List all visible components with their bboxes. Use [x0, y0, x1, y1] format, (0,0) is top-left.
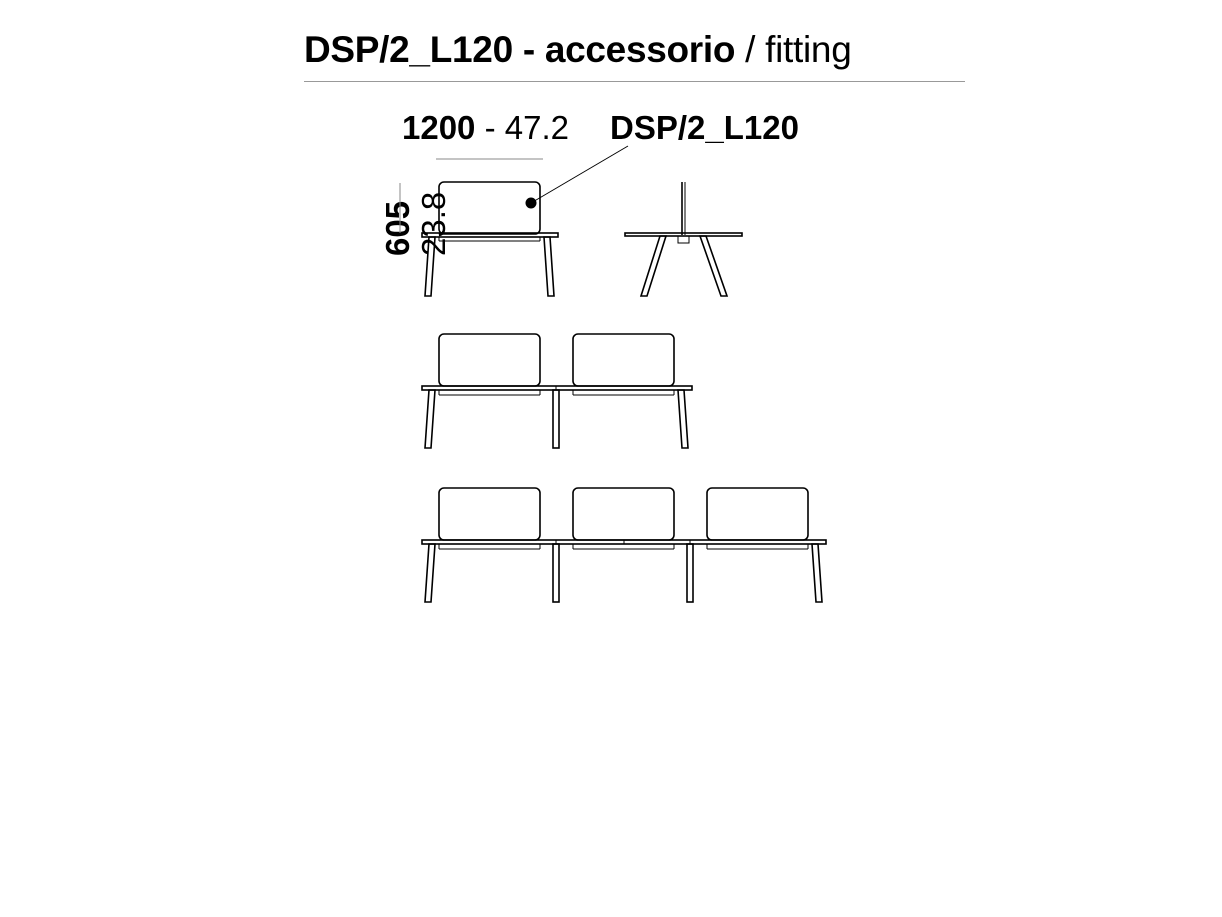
leg-left: [424, 543, 436, 603]
width-dimension: 1200 - 47.2: [402, 108, 569, 148]
panel-bracket: [677, 235, 690, 244]
title-separator: -: [512, 29, 545, 70]
bench-side-view: [624, 182, 743, 297]
divider-panel: [572, 333, 675, 387]
leg-middle: [552, 543, 560, 603]
bench-top: [421, 232, 559, 238]
title-name-it: accessorio: [544, 29, 736, 70]
divider-panel: [572, 487, 675, 541]
product-code: DSP/2_L120: [304, 29, 513, 70]
width-inches: 47.2: [504, 109, 569, 146]
leg-side-left: [639, 235, 668, 297]
divider-panel: [706, 487, 809, 541]
width-mm: 1200: [402, 109, 476, 146]
divider-panel: [438, 487, 541, 541]
header: DSP/2_L120 - accessorio / fitting: [304, 26, 965, 82]
leg-middle: [552, 389, 560, 449]
leg-left: [424, 236, 436, 297]
divider-panel: [438, 181, 541, 235]
page-title: DSP/2_L120 - accessorio / fitting: [304, 28, 852, 72]
title-name-en: fitting: [765, 29, 852, 70]
leg-middle: [686, 543, 694, 603]
divider-panel: [438, 333, 541, 387]
leg-right: [811, 543, 823, 603]
width-separator: -: [475, 109, 505, 146]
leg-left: [424, 389, 436, 449]
double-bench-front-view: [421, 333, 693, 449]
leg-right: [543, 236, 555, 297]
title-slash: /: [735, 29, 766, 70]
single-bench-front-view: [421, 181, 559, 297]
triple-bench-front-view: [421, 487, 827, 603]
leg-right: [677, 389, 689, 449]
leg-side-right: [698, 235, 729, 297]
callout-label: DSP/2_L120: [610, 109, 799, 146]
callout-leader: [525, 145, 629, 209]
